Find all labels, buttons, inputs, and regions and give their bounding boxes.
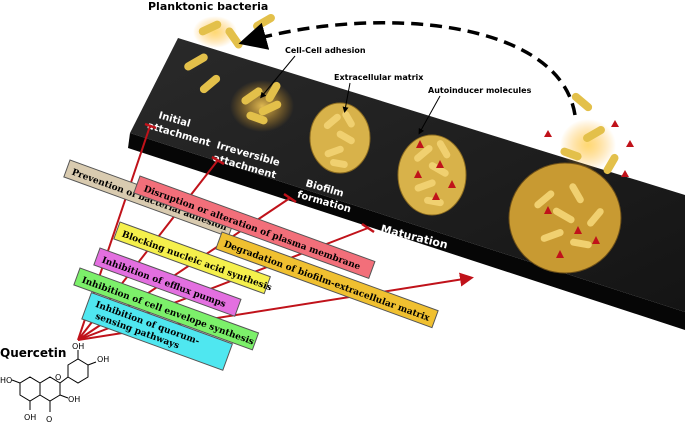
quercetin-o-ring: O [55, 373, 61, 382]
dispersing-bacteria [544, 92, 634, 177]
quercetin-name: Quercetin [0, 346, 66, 360]
planktonic-label: Planktonic bacteria [148, 0, 268, 13]
biofilm-cluster-maturation [397, 134, 467, 216]
biofilm-cluster-dispersion [508, 162, 622, 274]
planktonic-bacteria-group [193, 14, 275, 49]
autoinducer-pointer [418, 95, 441, 135]
quercetin-structure [11, 350, 97, 412]
quercetin-ho-left: HO [0, 376, 12, 385]
dispersion-return-arrow [238, 21, 577, 116]
quercetin-oh-top-a: OH [72, 342, 84, 351]
matrix-pointer [342, 82, 351, 113]
cell-adhesion-label: Cell-Cell adhesion [285, 46, 366, 55]
biofilm-cluster-formation [309, 102, 371, 174]
platform-side [128, 133, 685, 330]
quercetin-o-keto: O [46, 415, 52, 424]
quercetin-oh-top-b: OH [97, 355, 109, 364]
quercetin-oh-bottom: OH [24, 413, 36, 422]
extracellular-matrix-label: Extracellular matrix [334, 73, 424, 82]
autoinducer-label: Autoinducer molecules [428, 86, 532, 95]
bacteria-irreversible [230, 80, 294, 132]
inhibition-tbars [144, 122, 375, 234]
cell-adhesion-pointer [260, 55, 296, 99]
bacteria-initial [184, 53, 221, 94]
quercetin-oh-right: OH [68, 395, 80, 404]
